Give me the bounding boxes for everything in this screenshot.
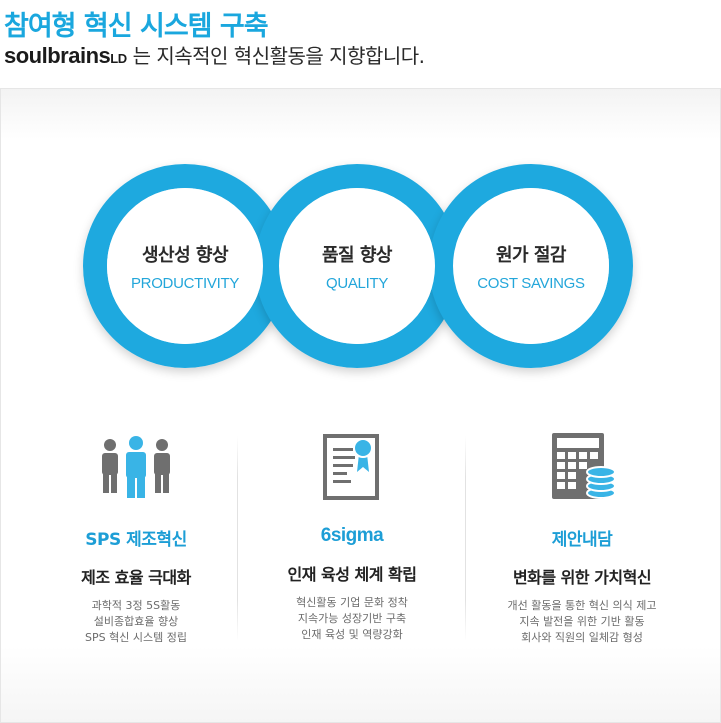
column-divider xyxy=(465,436,466,641)
column-divider xyxy=(237,436,238,641)
column-label: 6sigma xyxy=(320,525,384,546)
column-title: 인재 육성 체계 확립 xyxy=(287,565,417,584)
description-line: 설비종합효율 향상 xyxy=(93,615,179,628)
people-icon xyxy=(96,429,176,505)
ring-subtitle: PRODUCTIVITY xyxy=(130,274,240,292)
description-line: 지속 발전을 위한 기반 활동 xyxy=(519,615,645,628)
column-description: 과학적 3정 5S활동 설비종합효율 향상 SPS 혁신 시스템 정립 xyxy=(85,598,187,646)
subtitle: 는 지속적인 혁신활동을 지향합니다. xyxy=(132,44,425,68)
ring-title: 원가 절감 xyxy=(495,244,567,266)
ring-title: 생산성 향상 xyxy=(141,244,229,266)
column-label: SPS 제조혁신 xyxy=(85,530,187,550)
ring-cost-content: 원가 절감 COST SAVINGS xyxy=(453,188,609,344)
brand-logo: soulbrains xyxy=(4,43,111,68)
column-label: 제안내담 xyxy=(551,530,613,550)
column-6sigma: 6sigma 인재 육성 체계 확립 혁신활동 기업 문화 정착 지속가능 성장… xyxy=(237,429,467,643)
column-suggestion: 제안내담 변화를 위한 가치혁신 개선 활동을 통한 혁신 의식 제고 지속 발… xyxy=(467,429,697,646)
description-line: 지속가능 성장기반 구축 xyxy=(297,612,407,625)
subtitle-row: soulbrains LD 는 지속적인 혁신활동을 지향합니다. xyxy=(4,40,425,69)
description-line: 개선 활동을 통한 혁신 의식 제고 xyxy=(507,599,657,612)
ring-subtitle: COST SAVINGS xyxy=(477,274,585,292)
description-line: 혁신활동 기업 문화 정착 xyxy=(296,596,408,609)
innovation-panel: 생산성 향상 PRODUCTIVITY 품질 향상 QUALITY 원가 절감 … xyxy=(0,88,721,723)
page-title: 참여형 혁신 시스템 구축 xyxy=(4,11,269,42)
description-line: 인재 육성 및 역량강화 xyxy=(301,628,403,641)
column-sps: SPS 제조혁신 제조 효율 극대화 과학적 3정 5S활동 설비종합효율 향상… xyxy=(21,429,251,646)
description-line: 과학적 3정 5S활동 xyxy=(91,599,181,612)
ring-productivity-content: 생산성 향상 PRODUCTIVITY xyxy=(107,188,263,344)
ring-title: 품질 향상 xyxy=(321,244,393,266)
description-line: 회사와 직원의 일체감 형성 xyxy=(521,631,643,644)
calculator-coins-icon xyxy=(546,429,618,505)
column-title: 제조 효율 극대화 xyxy=(81,568,191,587)
brand-logo-suffix: LD xyxy=(110,51,127,66)
ring-subtitle: QUALITY xyxy=(325,274,389,292)
column-title: 변화를 위한 가치혁신 xyxy=(512,568,652,587)
certificate-icon xyxy=(317,429,387,505)
column-description: 혁신활동 기업 문화 정착 지속가능 성장기반 구축 인재 육성 및 역량강화 xyxy=(296,595,408,643)
description-line: SPS 혁신 시스템 정립 xyxy=(85,631,187,644)
ring-quality-content: 품질 향상 QUALITY xyxy=(279,188,435,344)
column-description: 개선 활동을 통한 혁신 의식 제고 지속 발전을 위한 기반 활동 회사와 직… xyxy=(507,598,656,646)
